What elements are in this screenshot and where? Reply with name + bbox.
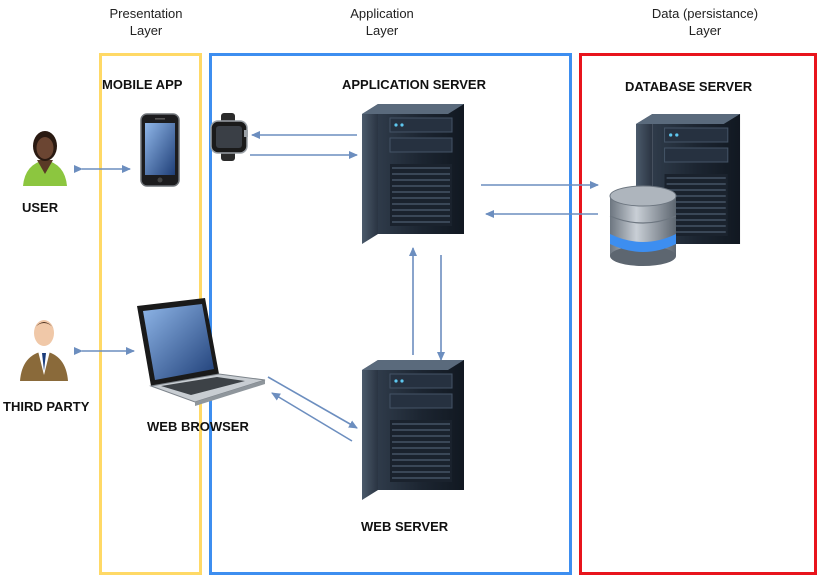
application-layer-box xyxy=(209,53,572,575)
presentation-layer-header: Presentation Layer xyxy=(96,5,196,39)
application-layer-title: Application xyxy=(350,6,414,21)
database-cylinder-icon xyxy=(609,185,677,266)
browser-to-webserver-arrow xyxy=(267,376,358,429)
data-layer-header: Data (persistance) Layer xyxy=(630,5,780,39)
smartwatch-icon xyxy=(210,113,248,161)
presentation-layer-title: Presentation xyxy=(109,6,183,21)
web-browser-label: WEB BROWSER xyxy=(147,419,249,434)
data-layer-subtitle: Layer xyxy=(688,23,722,38)
user-icon xyxy=(23,131,67,186)
data-layer-box xyxy=(579,53,817,575)
application-layer-subtitle: Layer xyxy=(365,23,399,38)
user-label: USER xyxy=(22,200,59,215)
data-layer-title: Data (persistance) xyxy=(651,6,759,21)
mobile-phone-icon xyxy=(140,113,180,187)
application-layer-header: Application Layer xyxy=(332,5,432,39)
web-server-icon xyxy=(361,359,465,501)
application-server-icon xyxy=(361,103,465,245)
laptop-icon xyxy=(137,298,266,406)
web-server-label: WEB SERVER xyxy=(361,519,449,534)
mobile-app-label: MOBILE APP xyxy=(102,77,183,92)
database-server-label: DATABASE SERVER xyxy=(625,79,753,94)
connectors xyxy=(74,131,599,442)
application-server-label: APPLICATION SERVER xyxy=(342,77,486,92)
third-party-icon xyxy=(20,320,68,381)
webserver-to-browser-arrow xyxy=(271,392,353,442)
presentation-layer-subtitle: Layer xyxy=(129,23,163,38)
third-party-label: THIRD PARTY xyxy=(3,399,90,414)
